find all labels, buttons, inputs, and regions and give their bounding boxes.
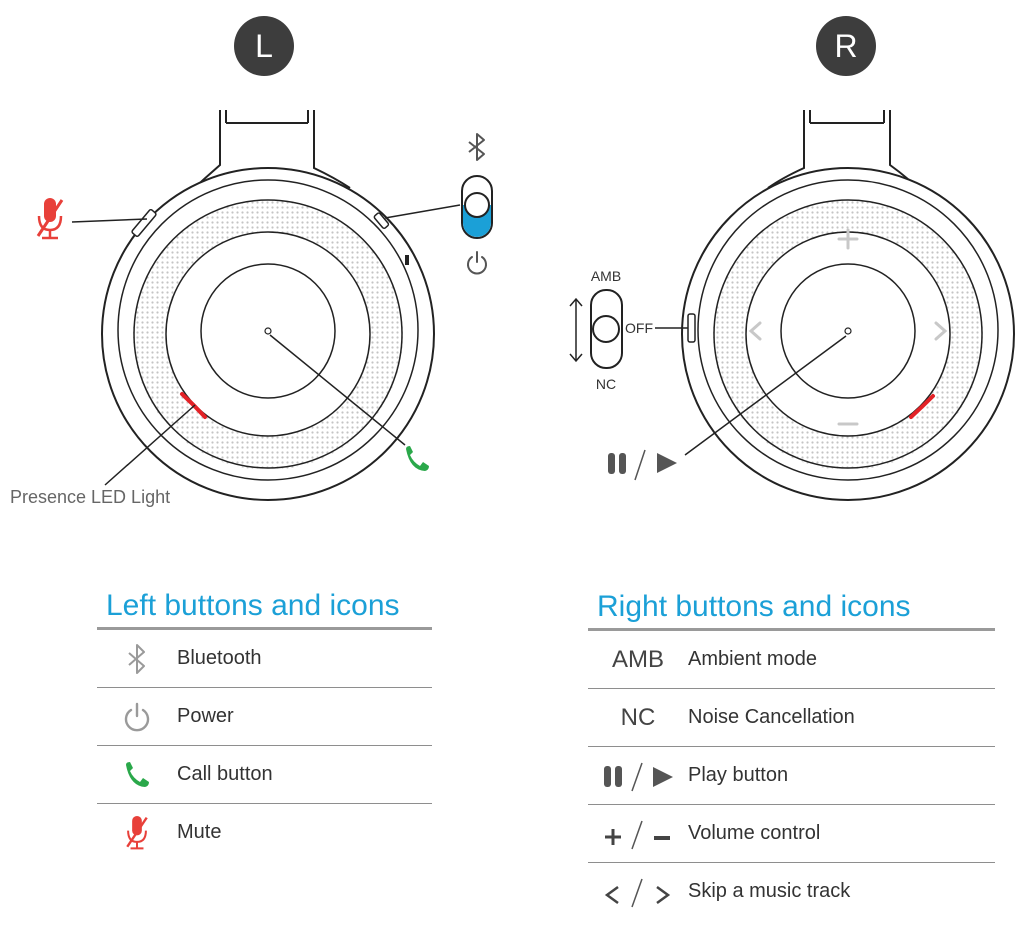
left-legend-title: Left buttons and icons	[106, 589, 400, 622]
mute-icon	[36, 198, 64, 240]
left-badge	[234, 16, 294, 76]
pause-play-icon	[608, 449, 677, 481]
bluetooth-icon	[468, 133, 485, 161]
right-legend-title: Right buttons and icons	[597, 590, 911, 623]
right-badge-label: R	[834, 28, 857, 64]
legend-label: Mute	[177, 821, 222, 843]
legend-label: Skip a music track	[688, 880, 851, 902]
list-item: Volume control	[588, 805, 995, 863]
left-earcup: L	[10, 16, 493, 507]
left-legend-rule	[97, 627, 432, 630]
list-item: Call button	[97, 746, 432, 804]
list-item: AMB Ambient mode	[588, 631, 995, 689]
legend-label: Noise Cancellation	[688, 706, 855, 728]
legend-label: Ambient mode	[688, 648, 817, 670]
off-label: OFF	[625, 320, 653, 336]
amb-icon: AMB	[588, 646, 688, 674]
plus-minus-icon	[588, 818, 688, 850]
left-leader-lines	[71, 204, 461, 486]
legend-label: Call button	[177, 763, 273, 785]
right-touch-markings	[748, 228, 948, 426]
headset-diagram: L	[10, 16, 1015, 507]
right-earcup: R	[569, 16, 1015, 501]
right-presence-led	[909, 394, 935, 419]
list-item: Power	[97, 688, 432, 746]
list-item: Play button	[588, 747, 995, 805]
presence-led-label: Presence LED Light	[10, 487, 170, 507]
amb-label: AMB	[591, 268, 621, 284]
right-legend-rule	[588, 628, 995, 631]
nc-label: NC	[596, 376, 616, 392]
left-legend: Left buttons and icons Bluetooth Power C…	[97, 585, 432, 861]
legend-label: Bluetooth	[177, 647, 262, 669]
nc-icon: NC	[588, 704, 688, 732]
pause-play-icon	[588, 760, 688, 792]
legend-label: Volume control	[688, 822, 821, 844]
list-item: Mute	[97, 804, 432, 861]
right-badge	[816, 16, 876, 76]
bluetooth-icon	[97, 643, 177, 674]
power-switch	[461, 175, 493, 239]
right-legend: Right buttons and icons AMB Ambient mode…	[588, 586, 995, 920]
anc-switch	[569, 289, 688, 369]
list-item: Bluetooth	[97, 630, 432, 688]
legend-label: Play button	[688, 764, 789, 786]
call-icon	[406, 446, 429, 471]
amb-text: AMB	[611, 645, 664, 673]
list-item: Skip a music track	[588, 863, 995, 920]
nc-text: NC	[620, 703, 656, 731]
prev-next-icon	[588, 876, 688, 908]
call-icon	[97, 761, 177, 789]
power-icon	[467, 251, 487, 275]
left-badge-label: L	[255, 28, 273, 64]
list-item: NC Noise Cancellation	[588, 689, 995, 747]
power-icon	[97, 702, 177, 732]
legend-label: Power	[177, 705, 234, 727]
mute-icon	[97, 815, 177, 850]
